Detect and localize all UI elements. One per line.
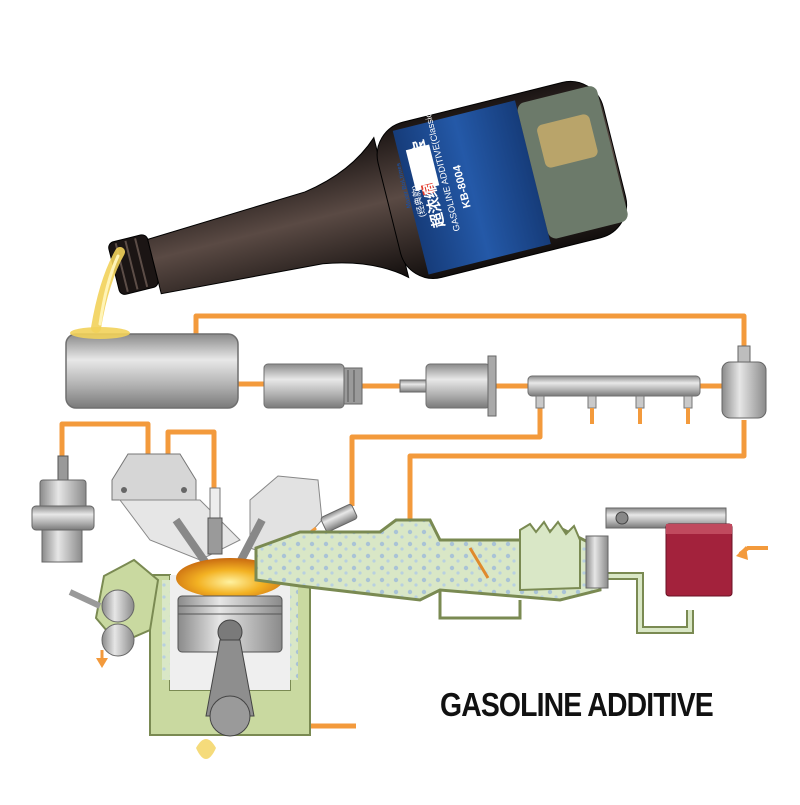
air-intake-pipe-icon (585, 507, 727, 634)
additive-stream-icon (91, 247, 125, 333)
spark-plug-icon (207, 487, 223, 555)
throttle-body-icon (468, 520, 581, 592)
fuel-rail-icon (527, 375, 701, 424)
air-filter-icon (665, 523, 768, 597)
fuel-pump-icon (399, 355, 497, 417)
fuel-lines (59, 313, 747, 729)
pressure-regulator-icon (721, 345, 767, 419)
coil-loop-right (165, 429, 217, 490)
diagram-caption: GASOLINE ADDITIVE (440, 686, 714, 723)
regulator-to-intake-line (407, 420, 747, 528)
distributor-cap-icon (111, 453, 197, 501)
exhaust-manifold-icon (68, 558, 160, 668)
additive-drip-icon (196, 739, 216, 759)
additive-bottle (108, 80, 628, 295)
return-line (193, 313, 747, 350)
fuel-filter-icon (263, 363, 363, 409)
coil-loop-left (59, 421, 151, 470)
fuel-tank-icon (65, 327, 239, 409)
rail-to-injector-line (349, 400, 543, 506)
piston-icon (177, 595, 283, 737)
ignition-coil-icon (31, 455, 95, 563)
